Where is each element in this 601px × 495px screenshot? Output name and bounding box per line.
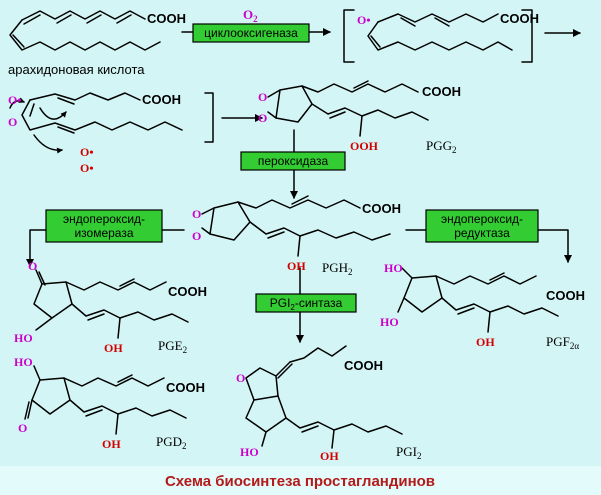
pge2-ho: HO [14, 331, 33, 345]
enzyme-peroxidase-label: пероксидаза [258, 154, 329, 168]
pgd2-label: PGD2 [156, 434, 187, 451]
enzyme-cyclooxygenase-label: циклооксигеназа [204, 26, 298, 40]
pgg2-ooh: OOH [350, 139, 379, 153]
pgi2-cooh: COOH [344, 358, 383, 373]
enzyme-isomerase-line1: эндопероксид- [63, 212, 145, 226]
cyclization-o-bridge: O [8, 115, 17, 129]
pgh2-o-bottom: O [192, 229, 201, 243]
enzyme-peroxidase: пероксидаза [240, 151, 346, 171]
pgf2a-structure [397, 267, 559, 333]
enzyme-reductase-line2: редуктаза [454, 226, 510, 240]
arachidonic-acid-structure [9, 10, 161, 51]
pge2-oh: OH [104, 341, 123, 355]
pgd2-cooh: COOH [166, 380, 205, 395]
released-o-radical-2: O• [80, 161, 94, 175]
pgh2-o-top: O [192, 207, 201, 221]
pgf2a-oh: OH [476, 335, 495, 349]
pgd2-structure [24, 365, 187, 435]
pgi2-label: PGI2 [396, 444, 421, 461]
pge2-structure [33, 269, 189, 339]
enzyme-pgi2-synthase: PGI2-синтаза [255, 293, 357, 313]
pgg2-structure [267, 80, 429, 137]
pgg2-label: PGG2 [426, 138, 457, 155]
pgh2-oh: OH [287, 259, 306, 273]
pgh2-structure [201, 195, 391, 257]
pgd2-carbonyl-o: O [18, 421, 27, 435]
enzyme-cyclooxygenase: циклооксигеназа [192, 23, 310, 43]
radical-o-top: O• [357, 13, 371, 27]
radical-intermediate-structure [343, 9, 533, 63]
scheme-caption: Схема биосинтеза простагландинов [165, 473, 435, 490]
pgd2-ho: HO [14, 355, 33, 369]
cyclization-o-radical: O• [8, 93, 22, 107]
arachidonic-acid-name: арахидоновая кислота [8, 62, 145, 77]
enzyme-isomerase-line2: изомераза [74, 226, 133, 240]
cyclization-intermediate-structure [9, 92, 214, 154]
pgh2-cooh: COOH [362, 201, 401, 216]
pgd2-oh: OH [102, 437, 121, 451]
pgf2a-label: PGF2α [546, 334, 579, 351]
cyclization-cooh: COOH [142, 92, 181, 107]
pgi2-oh: OH [320, 449, 339, 463]
arachidonic-cooh: COOH [147, 11, 186, 26]
pgf2a-ho-bottom: HO [380, 315, 399, 329]
enzyme-endoperoxide-isomerase: эндопероксид- изомераза [45, 209, 163, 243]
pgi2-structure [245, 345, 403, 449]
pgi2-ho: HO [240, 445, 259, 459]
pgf2a-ho-top: HO [384, 261, 403, 275]
enzyme-endoperoxide-reductase: эндопероксид- редуктаза [425, 209, 539, 243]
pgh2-label: PGH2 [322, 260, 353, 277]
pgi2-ring-o: O [236, 371, 245, 385]
oxygen-label: O2 [243, 7, 258, 24]
intermediate-cooh: COOH [500, 11, 539, 26]
enzyme-pgi2-synthase-label: PGI2-синтаза [270, 296, 343, 312]
pgf2a-cooh: COOH [546, 288, 585, 303]
released-o-radical-1: O• [80, 145, 94, 159]
footer-background [0, 466, 601, 495]
pge2-carbonyl-o: O [28, 259, 37, 273]
pgg2-o-top: O [258, 90, 267, 104]
enzyme-reductase-line1: эндопероксид- [441, 212, 523, 226]
pgg2-o-bottom: O [258, 111, 267, 125]
pge2-cooh: COOH [168, 284, 207, 299]
pgg2-cooh: COOH [422, 84, 461, 99]
pge2-label: PGE2 [158, 338, 187, 355]
